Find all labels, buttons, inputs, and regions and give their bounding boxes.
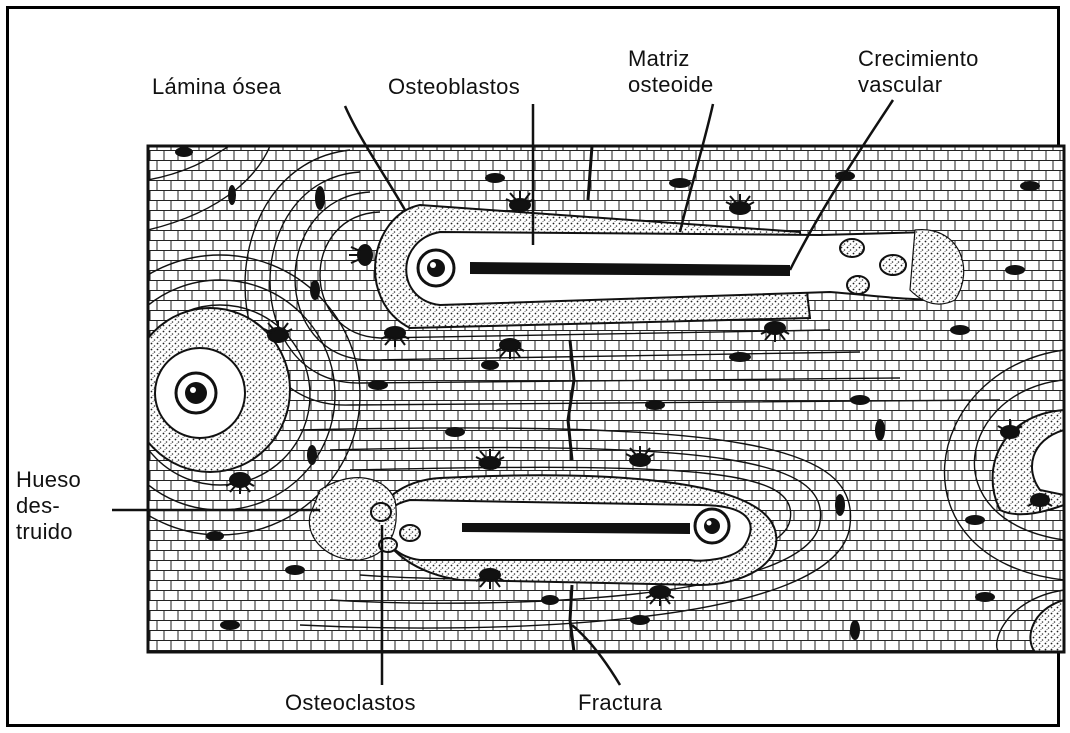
label-osteoclastos: Osteoclastos [285,690,416,716]
label-matriz-osteoide: Matriz osteoide [628,46,714,98]
label-crecimiento-vascular: Crecimiento vascular [858,46,979,98]
label-matriz-line2: osteoide [628,72,714,98]
left-osteon [130,308,290,472]
label-fractura: Fractura [578,690,662,716]
label-hueso-destruido: Hueso des- truido [16,467,81,545]
label-osteoblastos: Osteoblastos [388,74,520,100]
label-lamina-osea: Lámina ósea [152,74,281,100]
label-hueso-line3: truido [16,519,81,545]
label-crecimiento-line2: vascular [858,72,979,98]
label-crecimiento-line1: Crecimiento [858,46,979,72]
label-hueso-line2: des- [16,493,81,519]
bone-tissue-block [80,146,1064,652]
label-hueso-line1: Hueso [16,467,81,493]
label-matriz-line1: Matriz [628,46,714,72]
